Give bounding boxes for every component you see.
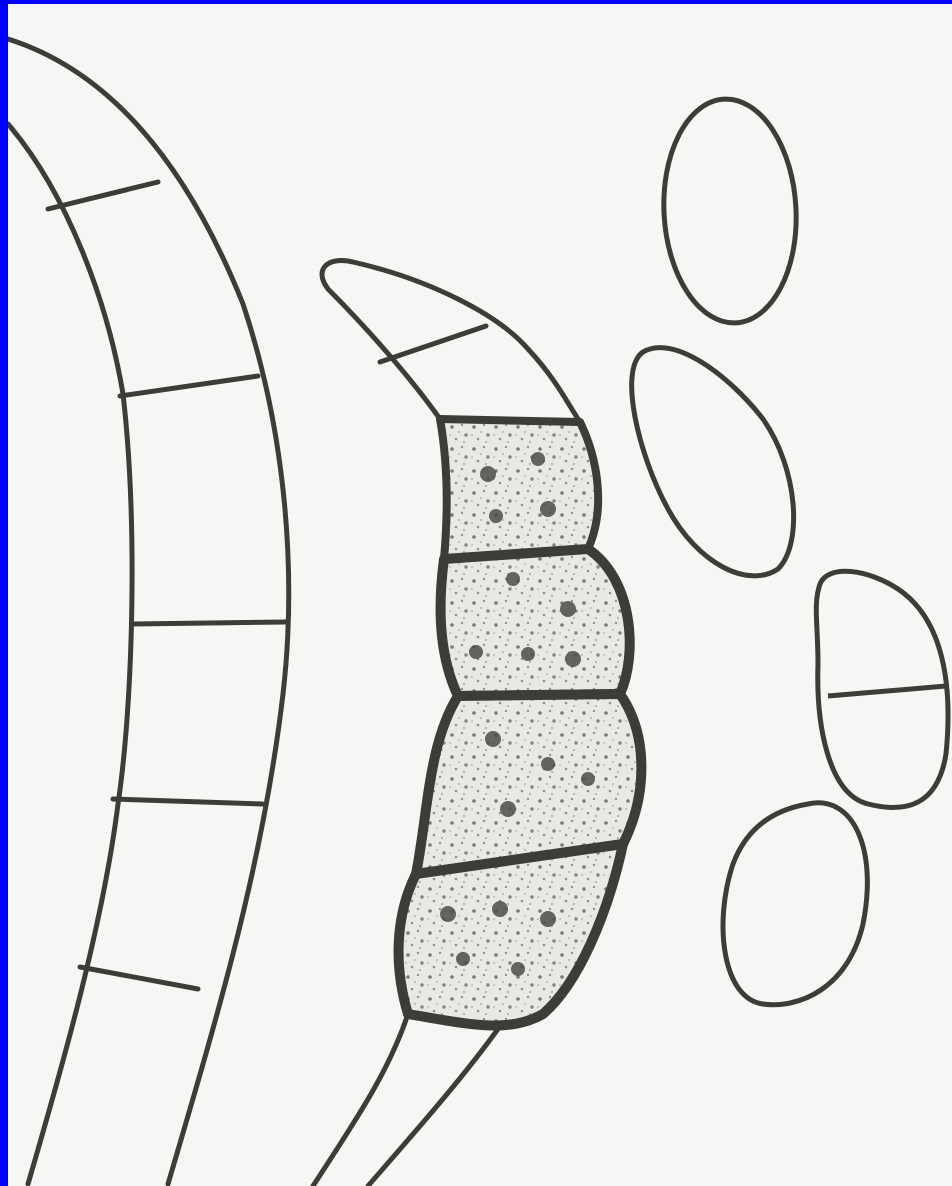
spore-pigmented-cell [399, 844, 623, 1026]
spore-apical-cell [322, 261, 580, 422]
large-spore-septum [120, 376, 258, 396]
elongate-conidium [632, 348, 794, 576]
spore-septum [380, 326, 486, 362]
large-spore-inner-wall [8, 124, 132, 1184]
pigmented-septate-spore [313, 261, 641, 1186]
small-conidia [632, 96, 948, 1005]
spore-basal-cell [313, 1014, 408, 1186]
large-spore-septum [48, 182, 158, 209]
botanical-line-drawing [8, 4, 952, 1186]
large-spore-septum [80, 967, 198, 989]
spore-pigmented-cell [441, 549, 630, 696]
large-septate-spore [8, 39, 289, 1184]
spore-pigmented-cell [440, 419, 598, 559]
oval-conidium [658, 96, 802, 327]
drawing-sheet [8, 4, 952, 1186]
spore-basal-cell-inner [368, 1029, 498, 1186]
conidium-septum [828, 686, 946, 696]
large-spore-septum [113, 799, 263, 804]
large-spore-septum [133, 622, 286, 624]
oval-conidium [723, 803, 867, 1005]
